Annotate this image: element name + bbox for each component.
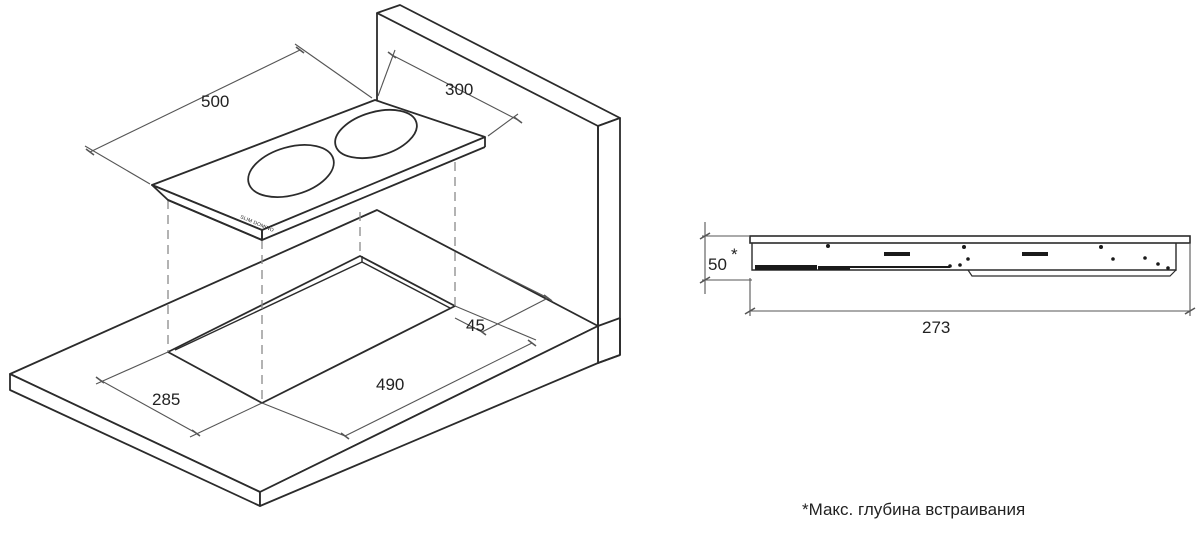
footnote: *Макс. глубина встраивания bbox=[802, 500, 1025, 519]
back-wall bbox=[376, 4, 621, 364]
dimension-45: 45 bbox=[466, 316, 485, 335]
side-dimension-lines bbox=[702, 222, 1191, 316]
projection-lines bbox=[167, 162, 456, 403]
cooking-zone-front bbox=[247, 144, 335, 198]
side-components bbox=[755, 244, 1170, 270]
dimension-273: 273 bbox=[922, 318, 950, 337]
dimension-ticks bbox=[85, 46, 553, 440]
dimension-50-marker: * bbox=[731, 245, 738, 264]
dimension-500: 500 bbox=[201, 92, 229, 111]
dimension-50: 50 bbox=[708, 255, 727, 274]
isometric-view: SLIM DOMINO bbox=[9, 4, 621, 507]
cooking-zone-rear bbox=[334, 108, 418, 160]
side-body-outline bbox=[751, 243, 1177, 271]
dimension-285: 285 bbox=[152, 390, 180, 409]
side-view: 50 * 273 bbox=[699, 222, 1196, 337]
dimension-490: 490 bbox=[376, 375, 404, 394]
side-dimension-ticks bbox=[699, 232, 1196, 315]
dimension-300: 300 bbox=[445, 80, 473, 99]
side-glass-plate bbox=[749, 235, 1191, 244]
hob-glass-top bbox=[151, 99, 486, 241]
isometric-dimension-lines bbox=[84, 43, 549, 438]
